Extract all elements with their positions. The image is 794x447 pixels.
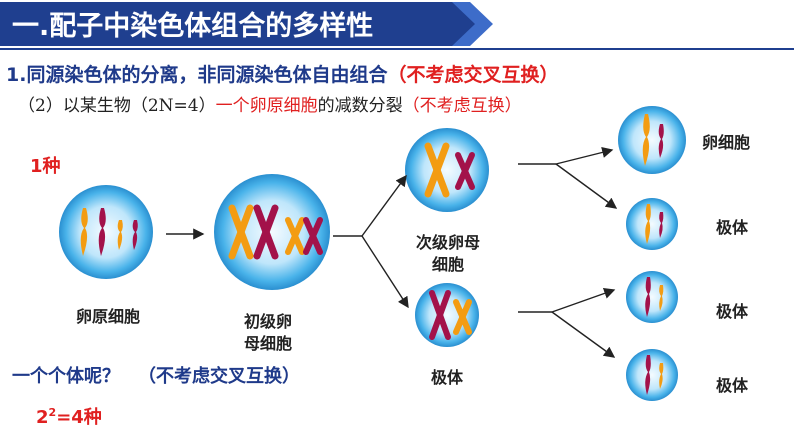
label-oogonium: 卵原细胞	[75, 307, 140, 326]
arrow-to-secondary	[361, 174, 407, 237]
label-polar-3: 极体	[716, 376, 749, 395]
question-text: 一个个体呢？	[12, 366, 120, 387]
arrow-to-polar-1	[555, 163, 618, 209]
chromosomes-polar-body-1	[645, 204, 664, 244]
cell-polar-body-3	[626, 349, 678, 401]
subline-middle: 的减数分裂	[317, 96, 403, 116]
subheading: （2）以某生物（2N=4）一个卵原细胞的减数分裂（不考虑互换）	[18, 91, 522, 116]
subline-prefix: （2）以某生物（2N=4）	[18, 96, 216, 116]
arrow-to-egg	[555, 146, 614, 165]
chromosomes-polar-body-3	[645, 355, 664, 395]
label-egg: 卵细胞	[702, 133, 751, 152]
section-heading: 1.同源染色体的分离，非同源染色体自由组合（不考虑交叉互换）	[6, 60, 558, 87]
label-secondary-line1: 次级卵母	[415, 233, 480, 252]
answer-rest: =4种	[56, 407, 102, 428]
chromosomes-secondary-oocyte	[424, 142, 475, 198]
cell-egg	[618, 106, 686, 174]
label-secondary-line2: 细胞	[431, 255, 464, 274]
question-note: （不考虑交叉互换）	[138, 366, 300, 387]
label-polar-1: 极体	[716, 218, 749, 237]
chromosomes-first-polar-body	[429, 290, 472, 340]
answer-exponent: 2	[48, 406, 57, 419]
arrows	[166, 146, 618, 358]
cell-oogonium	[59, 185, 153, 279]
label-first-polar-body: 极体	[430, 368, 463, 387]
page-title: 一.配子中染色体组合的多样性	[12, 11, 374, 42]
title-banner	[0, 2, 794, 50]
cell-secondary-oocyte	[405, 128, 489, 212]
arrow-to-first-polar	[361, 235, 409, 309]
subline-highlight: 一个卵原细胞	[215, 96, 318, 116]
arrow-to-polar-3	[551, 311, 616, 358]
chromosomes-oogonium	[80, 208, 138, 256]
heading-main: 1.同源染色体的分离，非同源染色体自由组合	[6, 64, 388, 86]
label-primary-line1: 初级卵	[243, 312, 292, 331]
chromosomes-egg	[642, 114, 664, 166]
answer-line: 22=4种	[36, 403, 102, 429]
label-primary-line2: 母细胞	[243, 334, 292, 353]
one-kind-label: 1种	[30, 156, 61, 177]
chromosomes-polar-body-2	[645, 277, 664, 317]
question-line: 一个个体呢？ （不考虑交叉互换）	[12, 362, 300, 388]
cell-polar-body-2	[626, 271, 678, 323]
label-polar-2: 极体	[716, 302, 749, 321]
arrow-to-polar-2	[551, 287, 616, 313]
cell-primary-oocyte	[214, 174, 330, 290]
subline-note: （不考虑互换）	[402, 96, 522, 116]
chromosomes-primary-oocyte	[228, 204, 323, 260]
heading-note: （不考虑交叉互换）	[387, 64, 559, 86]
answer-base: 2	[36, 407, 49, 428]
cell-polar-body-1	[626, 198, 678, 250]
